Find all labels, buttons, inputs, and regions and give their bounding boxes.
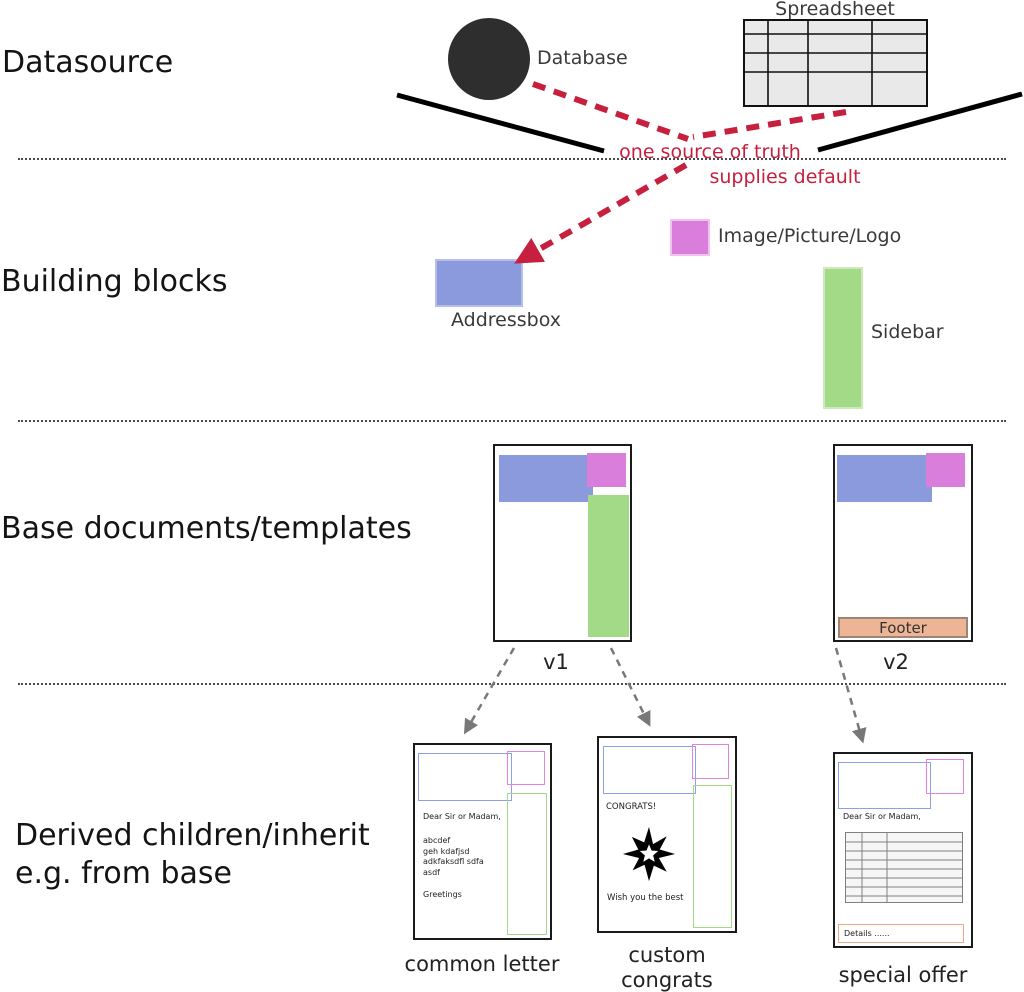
offer-table-gridlines (846, 833, 962, 902)
sidebar-block (823, 267, 863, 409)
database-label: Database (537, 47, 628, 69)
doc-common-letter: Dear Sir or Madam, abcdef geh kdafjsd ad… (413, 743, 552, 940)
spreadsheet-table-icon (743, 19, 928, 107)
v2-to-special-offer-arrow (834, 647, 867, 744)
common-letter-closing: Greetings (423, 890, 462, 899)
spreadsheet-gridlines (745, 21, 926, 105)
v2-addressbox (837, 455, 932, 502)
doc-special-offer: Dear Sir or Madam, Details ...... (833, 752, 973, 948)
annotation-supplies-default: supplies default (709, 166, 861, 188)
v2-footer: Footer (838, 617, 968, 638)
section-title-datasource: Datasource (2, 45, 174, 80)
sidebar-label: Sidebar (871, 321, 944, 343)
template-v2: Footer (833, 444, 973, 642)
v2-logo (926, 453, 965, 487)
addressbox-block (435, 259, 523, 307)
separator-line-3 (18, 683, 1006, 685)
offer-logo-outline (926, 759, 964, 794)
datasource-left-line (396, 92, 605, 154)
doc-custom-congrats: CONGRATS! Wish you the best (597, 736, 737, 933)
v1-to-common-letter-arrow (463, 647, 516, 735)
separator-line-1 (18, 158, 1006, 160)
derived-title-line1: Derived children/inherit (15, 818, 370, 853)
custom-congrats-caption: custom congrats (587, 943, 747, 992)
image-logo-label: Image/Picture/Logo (718, 225, 902, 247)
spreadsheet-label: Spreadsheet (775, 0, 895, 20)
common-letter-body-3: adkfaksdfl sdfa (423, 857, 484, 866)
v1-to-custom-congrats-arrow (609, 647, 651, 727)
custom-congrats-caption-line2: congrats (621, 968, 713, 992)
section-title-derived: Derived children/inherit e.g. from base (15, 817, 370, 892)
v1-sidebar (588, 495, 629, 637)
congrats-sidebar-outline (693, 785, 732, 928)
section-title-base-documents: Base documents/templates (1, 511, 412, 546)
offer-addressbox-outline (838, 762, 931, 809)
offer-table-icon (845, 832, 963, 903)
database-icon (448, 18, 530, 100)
congrats-message: Wish you the best (607, 893, 684, 903)
v1-logo (587, 453, 626, 487)
offer-details-text: Details ...... (844, 928, 890, 938)
custom-congrats-caption-line1: custom (628, 943, 706, 967)
congrats-headline: CONGRATS! (606, 802, 657, 812)
common-letter-body-1: abcdef (423, 836, 451, 845)
starburst-icon (622, 826, 676, 882)
annotation-one-source: one source of truth (619, 141, 801, 163)
merge-to-addressbox-arrow (514, 162, 688, 264)
v2-label: v2 (883, 650, 909, 674)
offer-salutation: Dear Sir or Madam, (843, 812, 921, 821)
derived-title-line2: e.g. from base (15, 855, 232, 891)
v1-addressbox (499, 455, 593, 502)
spreadsheet-to-merge-dash (692, 109, 847, 140)
common-letter-body-4: asdf (423, 868, 440, 877)
common-letter-addressbox-outline (418, 753, 512, 801)
template-v1 (493, 444, 632, 642)
offer-details-box: Details ...... (838, 924, 964, 943)
image-logo-block (670, 219, 710, 256)
common-letter-sidebar-outline (507, 793, 547, 935)
section-title-building-blocks: Building blocks (1, 264, 228, 299)
common-letter-salutation: Dear Sir or Madam, (423, 812, 501, 821)
common-letter-logo-outline (507, 751, 545, 785)
addressbox-label: Addressbox (451, 309, 562, 331)
v1-label: v1 (543, 650, 569, 674)
separator-line-2 (18, 420, 1006, 422)
common-letter-body-2: geh kdafjsd (423, 847, 470, 856)
special-offer-caption: special offer (838, 963, 968, 987)
common-letter-caption: common letter (404, 952, 560, 976)
database-to-merge-dash (531, 81, 690, 142)
congrats-logo-outline (692, 744, 729, 779)
congrats-addressbox-outline (603, 746, 696, 794)
